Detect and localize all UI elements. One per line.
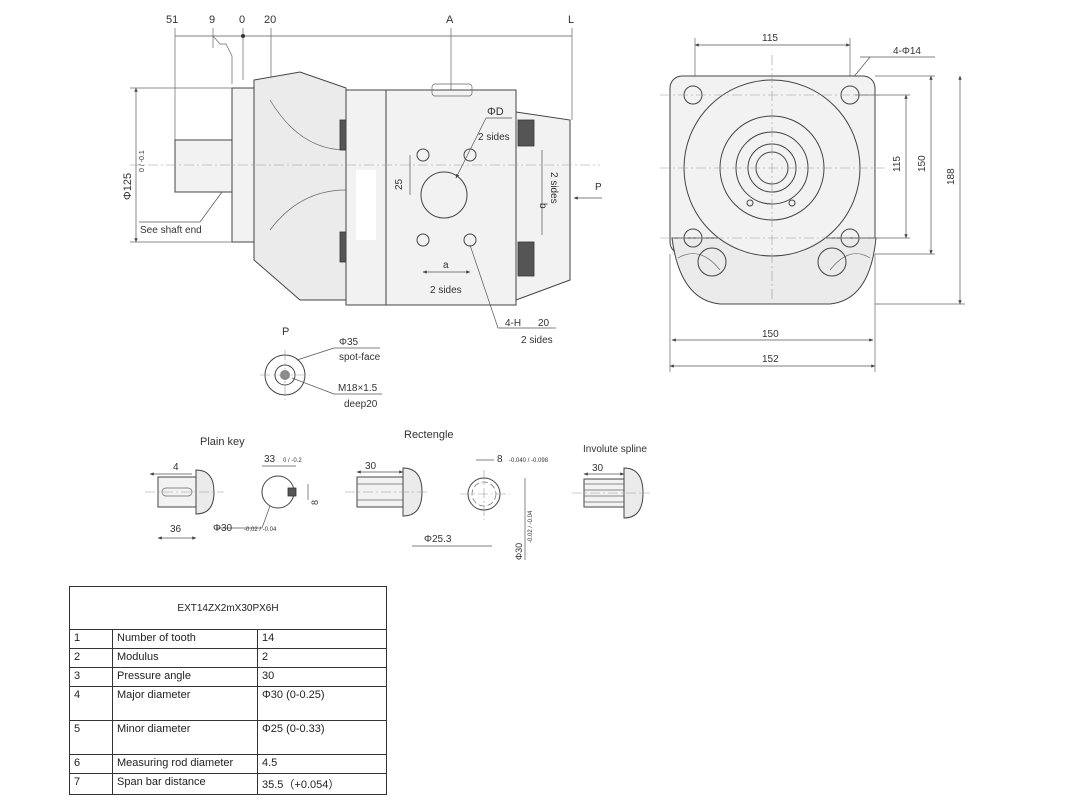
row-value: 35.5（+0.054） bbox=[257, 773, 387, 795]
hole-tl bbox=[416, 148, 430, 162]
flange-dia-label: Φ125 bbox=[122, 173, 134, 200]
dim-l-top: L bbox=[568, 14, 574, 26]
plain-key-dim-36: 36 bbox=[170, 524, 182, 535]
shaft-end-plain-key: Plain key 4 36 33 0 / -0.2 8 Φ30 -0.02 /… bbox=[145, 436, 320, 540]
row-name: Major diameter bbox=[112, 686, 258, 721]
dim-115-v: 115 bbox=[892, 156, 903, 172]
shaft bbox=[174, 139, 234, 193]
dim-a: a bbox=[443, 260, 449, 271]
row-name: Span bar distance bbox=[112, 773, 258, 795]
plain-key-dim-8: 8 bbox=[310, 500, 320, 505]
dim-51: 51 bbox=[166, 14, 178, 26]
involute-title: Involute spline bbox=[583, 444, 647, 455]
row-value: Φ25 (0-0.33) bbox=[257, 720, 387, 755]
row-number: 7 bbox=[69, 773, 113, 795]
end-bolt-upper bbox=[517, 119, 535, 147]
row-name: Modulus bbox=[112, 648, 258, 668]
table-row: 7 Span bar distance 35.5（+0.054） bbox=[69, 773, 387, 795]
plain-key-dim-30: Φ30 bbox=[213, 523, 233, 534]
row-name: Minor diameter bbox=[112, 720, 258, 755]
table-row: 3 Pressure angle 30 bbox=[69, 667, 387, 687]
flange-dia-tol: 0 / -0.1 bbox=[139, 150, 146, 172]
spline-spec-table: EXT14ZX2mX30PX6H 1 Number of tooth 14 2 … bbox=[69, 586, 387, 795]
dim-b: b bbox=[537, 203, 548, 209]
row-value: 14 bbox=[257, 629, 387, 649]
top-dimension-chain: 51 9 0 20 A L bbox=[166, 14, 574, 185]
row-value: Φ30 (0-0.25) bbox=[257, 686, 387, 721]
plain-key-dim-30-tol: -0.02 / -0.04 bbox=[244, 527, 277, 533]
port-detail-label: P bbox=[282, 326, 289, 338]
dim-188-v: 188 bbox=[946, 168, 957, 185]
port-thread-depth: deep20 bbox=[344, 399, 378, 410]
dim-152-h: 152 bbox=[762, 354, 779, 365]
rectangle-dim-8-tol: -0.040 / -0.098 bbox=[509, 458, 549, 464]
row-name: Pressure angle bbox=[112, 667, 258, 687]
port-block bbox=[385, 89, 517, 306]
port-dia-note: 2 sides bbox=[478, 132, 510, 143]
table-row: 2 Modulus 2 bbox=[69, 648, 387, 668]
spotface-note: spot-face bbox=[339, 352, 381, 363]
table-title-row: EXT14ZX2mX30PX6H bbox=[69, 586, 387, 630]
dim-20: 20 bbox=[264, 14, 276, 26]
row-value: 4.5 bbox=[257, 754, 387, 774]
dim-9: 9 bbox=[209, 14, 215, 26]
dim-150-v: 150 bbox=[917, 155, 928, 172]
front-housing bbox=[253, 71, 347, 301]
involute-dim-30: 30 bbox=[592, 463, 604, 474]
port-dia-label: ΦD bbox=[487, 106, 504, 118]
port-circle bbox=[420, 171, 468, 219]
shaft-note: See shaft end bbox=[140, 225, 202, 236]
row-number: 6 bbox=[69, 754, 113, 774]
plain-key-dim-33-tol: 0 / -0.2 bbox=[283, 458, 302, 464]
front-view: 115 4-Φ14 115 150 bbox=[660, 33, 965, 372]
hole-bl bbox=[416, 233, 430, 247]
rectangle-dim-30v: Φ30 bbox=[514, 543, 524, 560]
hole-label: 4-Φ14 bbox=[893, 46, 921, 57]
row-value: 30 bbox=[257, 667, 387, 687]
dim-115-top: 115 bbox=[762, 33, 778, 44]
table-row: 1 Number of tooth 14 bbox=[69, 629, 387, 649]
front-lower-body bbox=[671, 237, 877, 305]
thread-note: 2 sides bbox=[521, 335, 553, 346]
side-view: 51 9 0 20 A L ΦD 2 sides bbox=[122, 14, 602, 346]
end-bolt-lower bbox=[517, 241, 535, 277]
row-value: 2 bbox=[257, 648, 387, 668]
table-title: EXT14ZX2mX30PX6H bbox=[69, 586, 387, 630]
row-number: 1 bbox=[69, 629, 113, 649]
row-number: 3 bbox=[69, 667, 113, 687]
thread-label: 4-H bbox=[505, 318, 521, 329]
dim-a-note: 2 sides bbox=[430, 285, 462, 296]
port-arrow-label: P bbox=[595, 182, 602, 193]
spotface-dia: Φ35 bbox=[339, 337, 359, 348]
dim-25: 25 bbox=[394, 178, 405, 190]
port-thread: M18×1.5 bbox=[338, 383, 378, 394]
row-number: 4 bbox=[69, 686, 113, 721]
dim-b-note: 2 sides bbox=[548, 172, 559, 204]
rectangle-title: Rectengle bbox=[404, 429, 454, 441]
rectangle-dim-25-3: Φ25.3 bbox=[424, 534, 452, 545]
shaft-end-involute: Involute spline 30 bbox=[572, 444, 650, 519]
row-name: Measuring rod diameter bbox=[112, 754, 258, 774]
plain-key-dim-33: 33 bbox=[264, 454, 276, 465]
dim-150-h: 150 bbox=[762, 329, 779, 340]
dim-0: 0 bbox=[239, 14, 245, 26]
rectangle-dim-8: 8 bbox=[497, 454, 503, 465]
rectangle-dim-30: 30 bbox=[365, 461, 377, 472]
table-row: 4 Major diameter Φ30 (0-0.25) bbox=[69, 686, 387, 721]
port-detail: P Φ35 spot-face M18×1.5 deep20 bbox=[260, 326, 382, 410]
row-number: 2 bbox=[69, 648, 113, 668]
plain-key-dim-4: 4 bbox=[173, 462, 179, 473]
thread-depth: 20 bbox=[538, 318, 550, 329]
table-row: 5 Minor diameter Φ25 (0-0.33) bbox=[69, 720, 387, 755]
shaft-end-rectangle: Rectengle 30 8 -0.040 / -0.098 Φ25.3 Φ30… bbox=[345, 429, 549, 560]
row-name: Number of tooth bbox=[112, 629, 258, 649]
plain-key-title: Plain key bbox=[200, 436, 245, 448]
hole-tr bbox=[463, 148, 477, 162]
rectangle-dim-30v-tol: -0.02 / -0.04 bbox=[528, 510, 534, 543]
dim-a-top: A bbox=[446, 14, 454, 26]
row-number: 5 bbox=[69, 720, 113, 755]
table-row: 6 Measuring rod diameter 4.5 bbox=[69, 754, 387, 774]
